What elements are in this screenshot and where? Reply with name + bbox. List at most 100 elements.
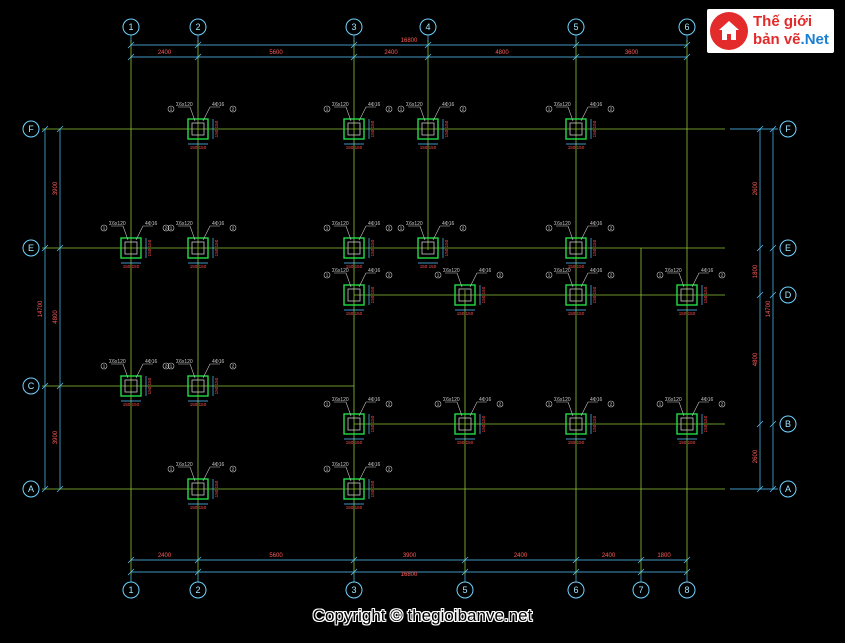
logo-line-2: bản vẽ.Net [753, 31, 829, 48]
axis-bubble-label: A [28, 484, 34, 494]
stirrup-tag: Σ6x120 [176, 102, 193, 108]
axis-bubble-label: F [785, 124, 791, 134]
column-section [124, 241, 138, 255]
dim-tick [637, 568, 645, 576]
rebar-marker-number: 1 [326, 273, 329, 278]
dim-text-bottom-segment: 2400 [602, 553, 616, 559]
rebar-marker-circle [607, 271, 615, 279]
column-footing-outline [676, 284, 698, 306]
dim-tick [683, 556, 691, 564]
dim-tick [56, 125, 64, 133]
leader-line [358, 272, 376, 288]
leader-line [580, 106, 598, 122]
column-footing-outline [187, 375, 209, 397]
leader-line [358, 466, 376, 482]
rebar-marker-circle [545, 271, 553, 279]
rebar-marker-number: 1 [326, 467, 329, 472]
axis-bubble-label: 5 [462, 585, 467, 595]
axis-bubble-top-6: 6 [678, 18, 696, 36]
column-size-side: 150 150 [370, 120, 375, 137]
axis-bubble-label: B [785, 419, 791, 429]
rebar-marker-circle [100, 224, 108, 232]
dim-text-bottom-segment: 3900 [403, 553, 417, 559]
column-size-bottom: 150 150 [123, 402, 140, 407]
rebar-marker-circle [229, 362, 237, 370]
axis-bubble-left-E: E [22, 239, 40, 257]
dim-tick [683, 53, 691, 61]
column-section [569, 122, 583, 136]
rebar-marker-number: 2 [388, 402, 391, 407]
rebar-marker-circle [323, 465, 331, 473]
axis-bubble-label: F [28, 124, 34, 134]
column-size-bottom: 150 150 [190, 264, 207, 269]
rebar-marker-circle [229, 224, 237, 232]
rebar-tag: 4Φ16 [590, 268, 603, 274]
grid-lines [42, 40, 725, 575]
stirrup-tag: Σ6x120 [332, 268, 349, 274]
rebar-marker-number: 1 [170, 364, 173, 369]
leader-line [135, 363, 153, 379]
column-size-side: 150 150 [444, 239, 449, 256]
rebar-marker-number: 1 [437, 273, 440, 278]
axis-bubble-circle [779, 120, 797, 138]
rebar-marker-number: 2 [610, 226, 613, 231]
dim-text-top-overall: 16800 [401, 38, 418, 44]
axis-bubble-bottom-7: 7 [632, 581, 650, 599]
house-logo-icon [710, 12, 748, 50]
leader-line [691, 401, 709, 417]
dim-tick [756, 291, 764, 299]
stirrup-tag: Σ6x120 [176, 221, 193, 227]
rebar-marker-number: 2 [610, 273, 613, 278]
rebar-marker-circle [100, 362, 108, 370]
dim-text-bottom-overall: 16800 [401, 572, 418, 578]
rebar-tag: 4Φ16 [368, 268, 381, 274]
rebar-tag: 4Φ16 [590, 221, 603, 227]
rebar-tag: 4Φ16 [212, 221, 225, 227]
column-size-bottom: 150 150 [346, 264, 363, 269]
dim-tick [127, 53, 135, 61]
stirrup-tag: Σ6x120 [332, 102, 349, 108]
rebar-marker-circle [162, 224, 170, 232]
rebar-marker-circle [167, 362, 175, 370]
rebar-marker-number: 2 [721, 273, 724, 278]
column-section [569, 288, 583, 302]
rebar-marker-circle [434, 400, 442, 408]
dim-tick [683, 41, 691, 49]
column-size-side: 150 150 [214, 377, 219, 394]
site-logo[interactable]: Thế giới bản vẽ.Net [707, 9, 834, 53]
dim-tick [56, 244, 64, 252]
column-size-side: 150 150 [214, 239, 219, 256]
rebar-marker-circle [459, 105, 467, 113]
stirrup-tag: Σ6x120 [332, 397, 349, 403]
column-size-side: 150 150 [592, 239, 597, 256]
column-size-bottom: 150 150 [457, 440, 474, 445]
rebar-marker-circle [607, 400, 615, 408]
column-size-side: 150 150 [481, 286, 486, 303]
axis-bubble-label: 1 [128, 22, 133, 32]
dim-text-top-segment: 2400 [384, 50, 398, 56]
column-size-bottom: 150 150 [190, 505, 207, 510]
stirrup-tag: Σ6x120 [665, 268, 682, 274]
dim-tick [41, 244, 49, 252]
axis-bubble-label: 3 [351, 22, 356, 32]
rebar-marker-number: 2 [721, 402, 724, 407]
rebar-marker-number: 2 [610, 107, 613, 112]
column-section [347, 122, 361, 136]
leader-line [580, 272, 598, 288]
stirrup-tag: Σ6x120 [554, 397, 571, 403]
rebar-marker-circle [323, 400, 331, 408]
column-size-bottom: 150 150 [679, 311, 696, 316]
copyright-watermark: Copyright © thegioibanve.net [312, 606, 533, 625]
column-footing-outline [343, 478, 365, 500]
rebar-marker-number: 1 [548, 226, 551, 231]
dim-tick [194, 53, 202, 61]
rebar-marker-circle [607, 105, 615, 113]
rebar-marker-number: 1 [659, 402, 662, 407]
